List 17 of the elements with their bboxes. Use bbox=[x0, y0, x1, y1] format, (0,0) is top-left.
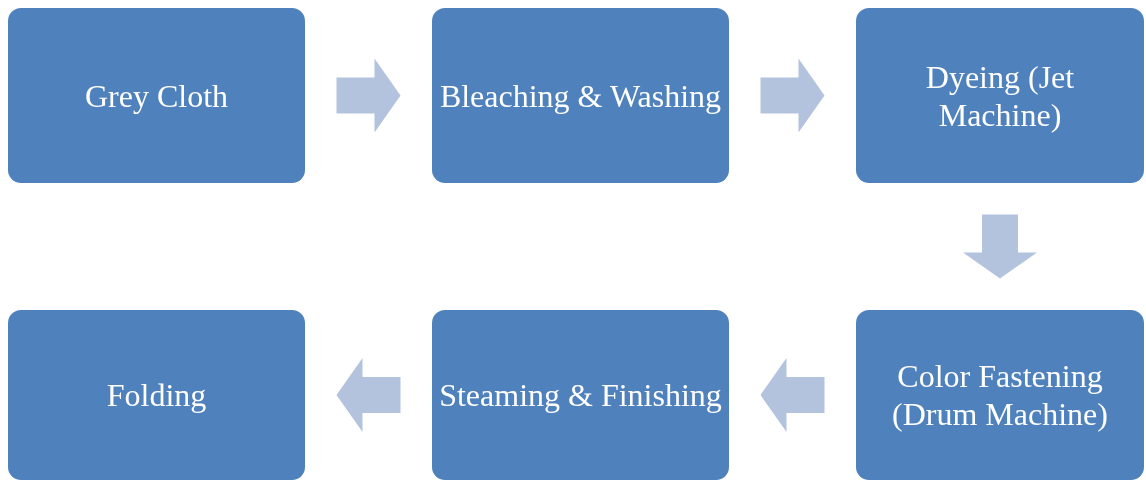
step-label: Grey Cloth bbox=[84, 76, 229, 115]
process-box bbox=[432, 310, 729, 480]
process-box bbox=[856, 8, 1144, 183]
process-box bbox=[8, 310, 305, 480]
process-box bbox=[432, 8, 729, 183]
block-arrow bbox=[963, 214, 1037, 279]
block-arrow bbox=[336, 358, 401, 432]
block-arrow bbox=[760, 358, 825, 432]
step-label: Steaming & Finishing bbox=[439, 376, 722, 414]
process-box bbox=[856, 310, 1144, 480]
block-arrow bbox=[760, 58, 825, 133]
step-label: Folding bbox=[106, 376, 207, 414]
step-label: Bleaching & Washing bbox=[439, 76, 722, 115]
step-label: Color Fastening (Drum Machine) bbox=[891, 357, 1109, 433]
process-box bbox=[8, 8, 305, 183]
block-arrow bbox=[336, 58, 401, 133]
step-label: Dyeing (Jet Machine) bbox=[924, 57, 1076, 134]
